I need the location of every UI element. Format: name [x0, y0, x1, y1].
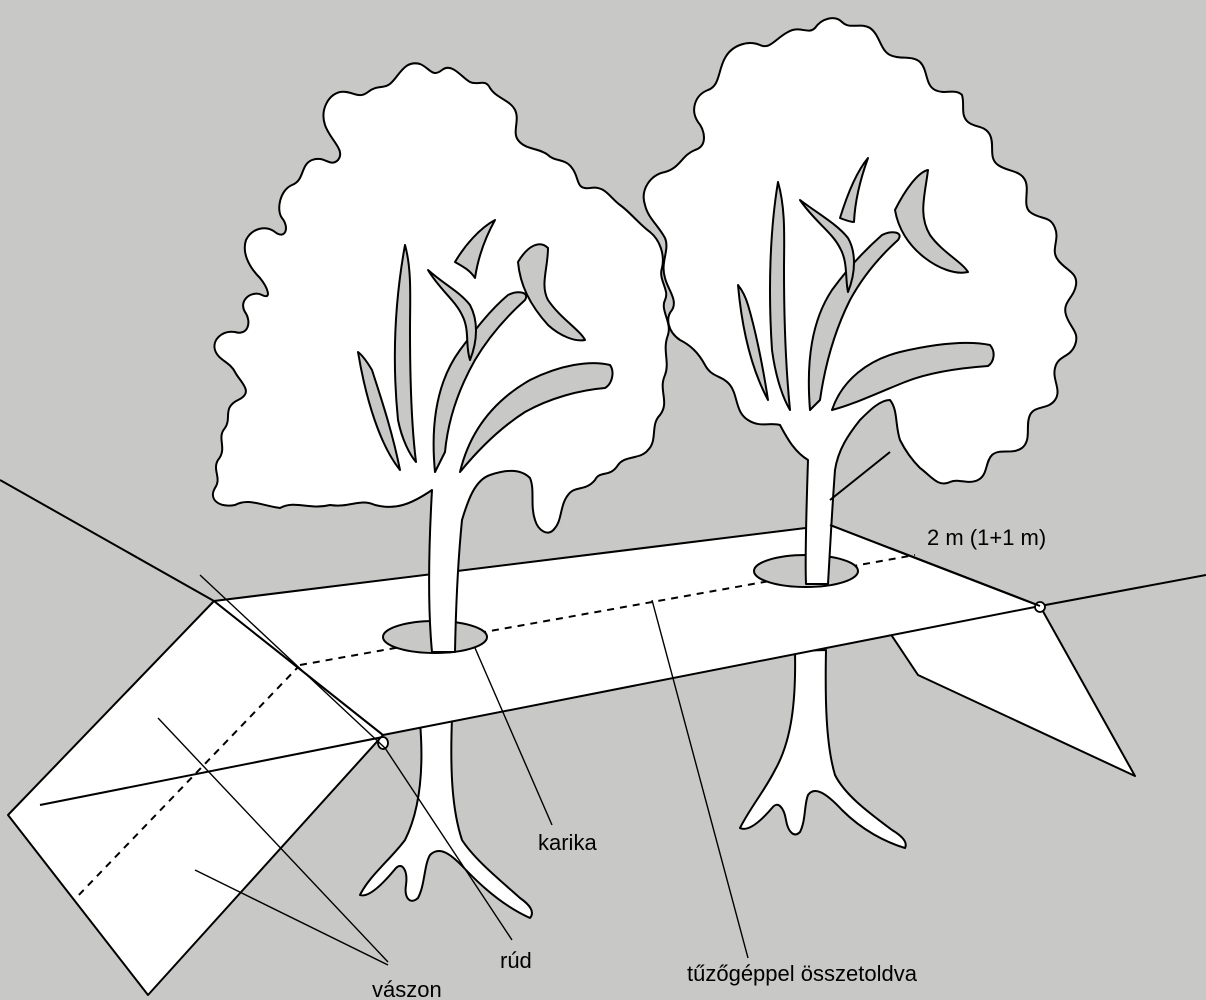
tree-left-branch-2	[357, 351, 401, 471]
tree-left-roots	[359, 717, 533, 919]
rod-label: rúd	[500, 948, 532, 973]
tree-right-crown	[642, 17, 1078, 585]
tree-right-branch-5	[799, 199, 855, 293]
rod-end-left	[377, 736, 389, 750]
floor-edge-left	[0, 479, 215, 602]
canvas-label: vászon	[372, 977, 442, 1000]
tree-left-branch-4	[432, 291, 528, 473]
rod	[39, 736, 384, 806]
tree-left-branch-1	[393, 244, 417, 463]
tree-left-branch-3	[459, 362, 614, 473]
ring-label: karika	[538, 830, 597, 855]
tree-right-branch-1	[769, 181, 791, 411]
tree-right-roots	[739, 649, 907, 849]
rod-end-right	[1034, 601, 1046, 613]
dimension-line	[829, 524, 1041, 607]
tree-right-branch-7	[894, 169, 969, 274]
rod-leader-extension	[199, 574, 386, 749]
rod-leader	[384, 747, 513, 941]
canvas-fold-dash-left	[73, 664, 301, 901]
dimension-label: 2 m (1+1 m)	[927, 525, 1046, 550]
tree-left-branch-6	[454, 219, 496, 279]
tree-right-branch-3	[831, 341, 995, 411]
canvas-leader-1	[157, 717, 389, 963]
dimension-leader	[829, 451, 891, 501]
canvas-leader-2	[194, 869, 389, 966]
tree-left-branch-5	[427, 269, 477, 361]
stapled-leader	[651, 599, 749, 959]
stapled-label: tűzőgéppel összetoldva	[687, 961, 918, 986]
ring-leader	[474, 647, 553, 826]
floor-edge-right	[1039, 574, 1206, 607]
canvas-panel-right	[887, 604, 1136, 777]
tree-left-crown	[212, 62, 670, 653]
tree-left-branch-7	[517, 243, 586, 342]
tree-right-branch-2	[737, 284, 769, 401]
tree-right-branch-6	[839, 157, 869, 223]
